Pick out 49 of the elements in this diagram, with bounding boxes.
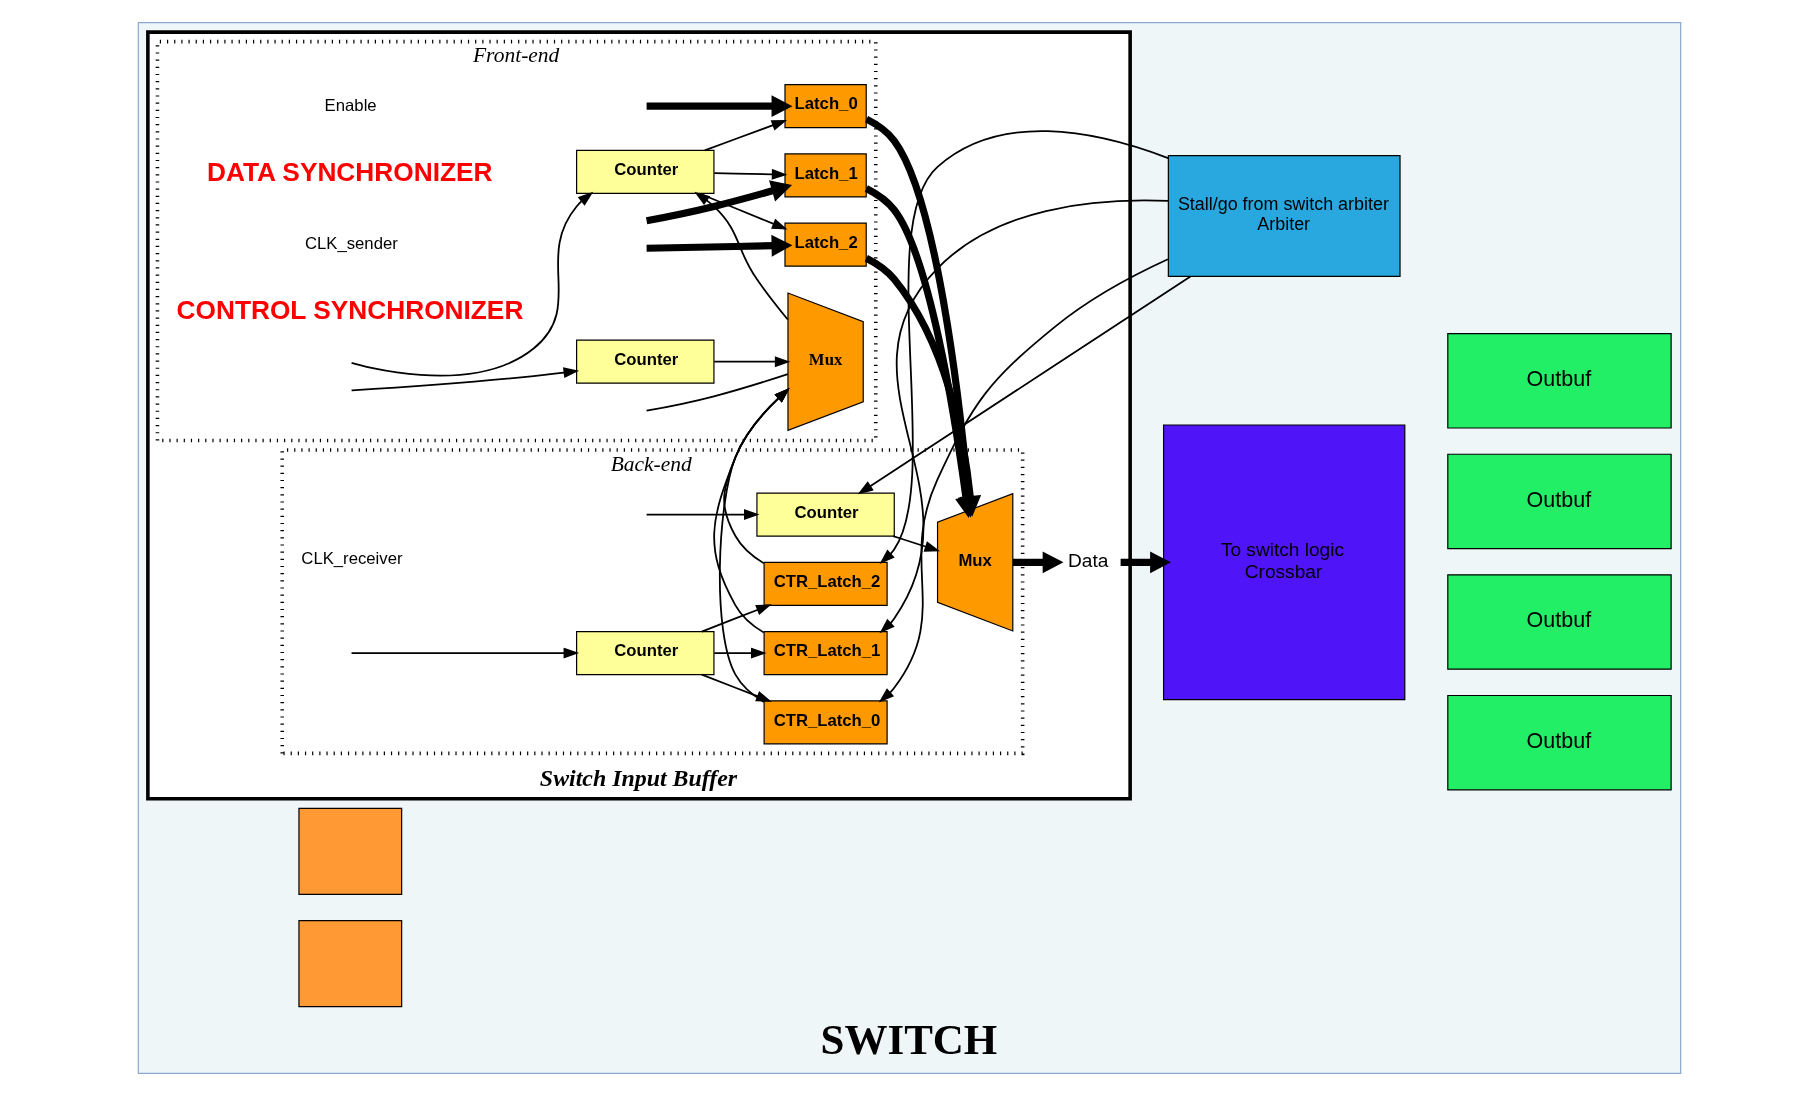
node-box xyxy=(297,920,402,1008)
connector xyxy=(645,373,789,412)
arrow xyxy=(645,168,792,225)
node-box: To switch logic Crossbar xyxy=(1162,424,1405,701)
node-box xyxy=(297,807,402,895)
arrow xyxy=(703,119,787,152)
arrow xyxy=(878,258,1169,703)
arrow xyxy=(645,509,760,520)
arrow xyxy=(712,168,787,180)
arrow xyxy=(712,647,766,659)
arrow xyxy=(718,388,790,703)
arrow xyxy=(712,356,790,368)
node-box: Outbuf xyxy=(1446,333,1672,429)
label: CLK_receiver xyxy=(300,549,403,569)
arrow xyxy=(700,673,772,702)
arrow xyxy=(350,367,579,392)
node-box: Latch_2 xyxy=(783,222,867,267)
node-text: Data xyxy=(1067,549,1108,571)
node-box: Outbuf xyxy=(1446,453,1672,550)
node-box: Outbuf xyxy=(1446,574,1672,670)
arrow xyxy=(712,388,790,634)
arrow xyxy=(857,275,1191,495)
arrow xyxy=(1012,551,1063,574)
node-box: Counter xyxy=(575,339,715,384)
node-box: Counter xyxy=(755,492,895,537)
arrow xyxy=(879,199,1169,634)
node-box: Latch_1 xyxy=(783,153,867,198)
node-box: CTR_Latch_0 xyxy=(763,700,888,745)
arrow xyxy=(722,388,790,565)
label: CONTROL SYNCHRONIZER xyxy=(176,295,523,326)
label: CLK_sender xyxy=(304,234,398,254)
label: Enable xyxy=(324,95,377,115)
node-box: Outbuf xyxy=(1446,694,1672,791)
node-box: CTR_Latch_2 xyxy=(763,561,888,606)
arrow xyxy=(891,535,940,552)
node-box: Latch_0 xyxy=(783,84,867,129)
node-box: Stall/go from switch arbiter Arbiter xyxy=(1167,155,1401,277)
arrow xyxy=(697,192,787,230)
arrow xyxy=(693,191,789,321)
arrow xyxy=(350,191,593,377)
arrow xyxy=(350,647,579,659)
node-box: CTR_Latch_1 xyxy=(763,631,888,676)
node-box: Mux xyxy=(786,292,864,432)
label: DATA SYNCHRONIZER xyxy=(206,156,493,187)
arrow xyxy=(1120,551,1171,574)
arrow xyxy=(700,604,772,633)
node-box: Counter xyxy=(575,631,715,676)
node-box: Counter xyxy=(575,149,715,194)
arrow xyxy=(879,130,1169,565)
